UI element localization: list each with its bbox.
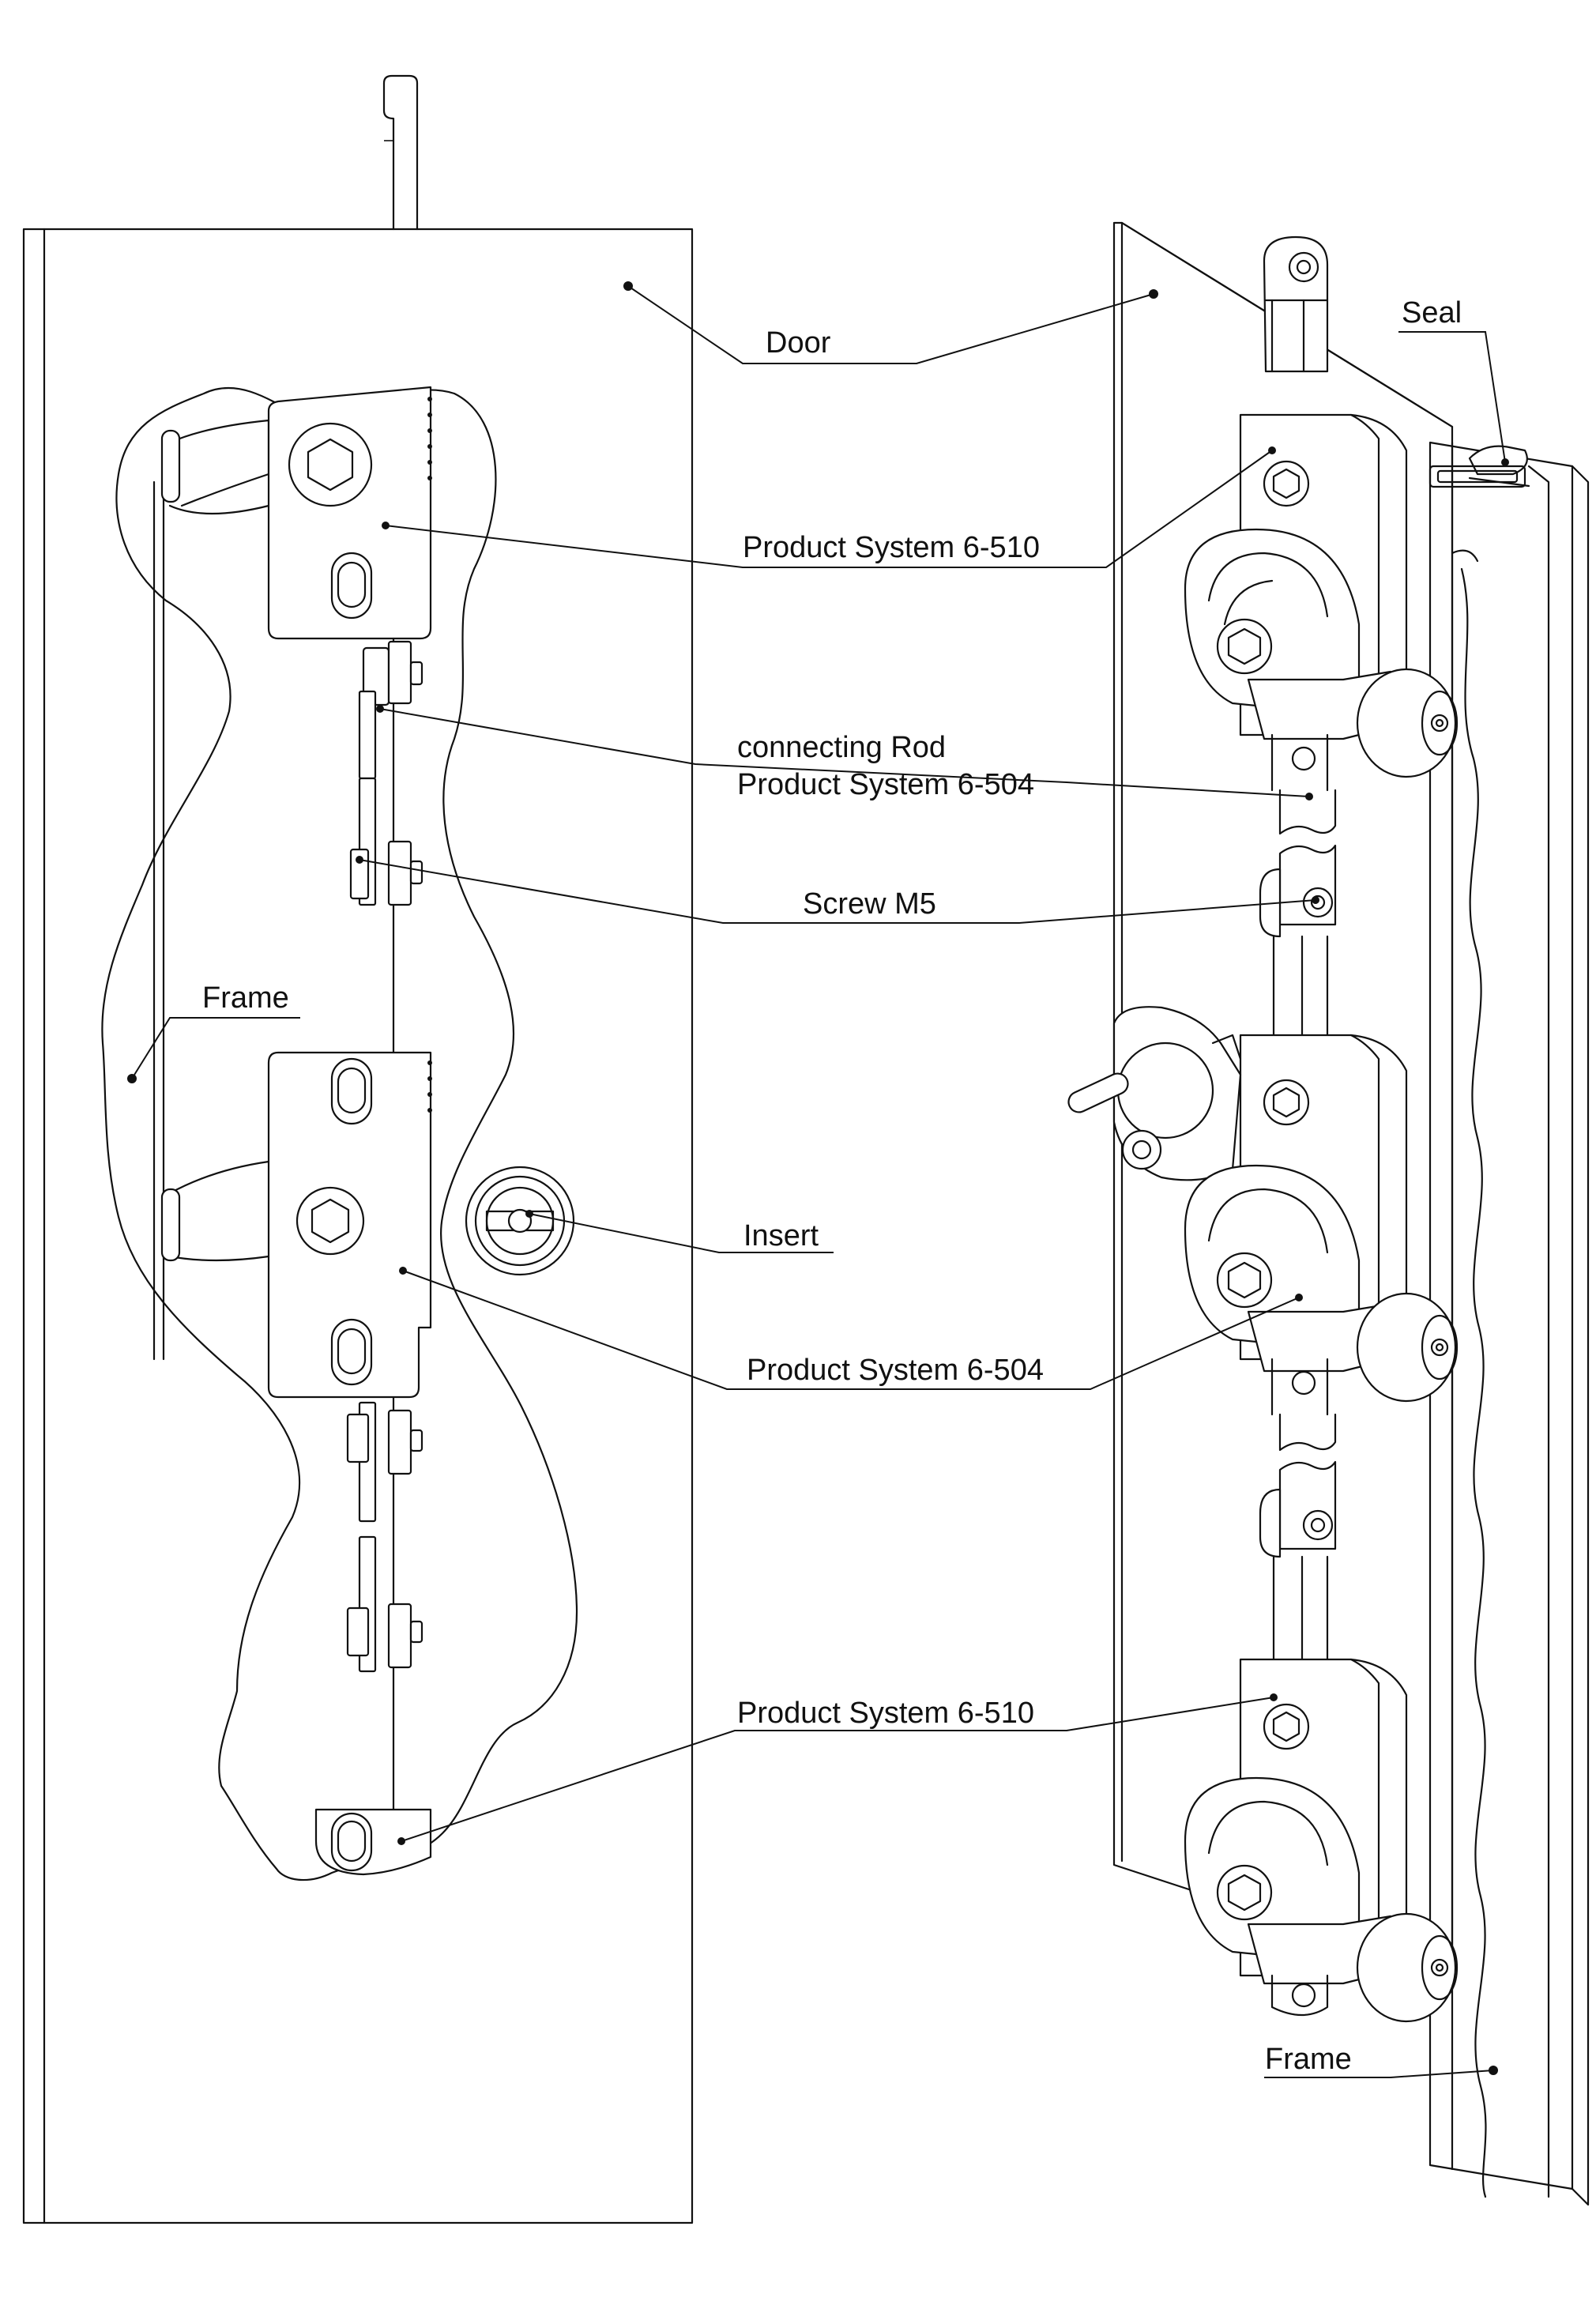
- rod-segment-2: [1259, 1413, 1337, 1661]
- label-seal: Seal: [1402, 296, 1462, 330]
- bottom-lock-piece: [314, 1808, 432, 1876]
- connecting-rod-lower: [346, 1401, 423, 1673]
- lock-unit-middle: [1067, 1006, 1459, 1416]
- insert-cylinder: [465, 1166, 575, 1276]
- label-frame-left: Frame: [202, 981, 289, 1015]
- rod-top-tip: [1263, 235, 1329, 373]
- leader-lines: [131, 285, 1506, 2078]
- door-panel-left: [22, 228, 694, 2224]
- label-connecting-rod: connecting Rod: [737, 731, 947, 764]
- label-product-system-6-510-bottom: Product System 6-510: [737, 1697, 1034, 1730]
- right-isometric-view: [1067, 221, 1590, 2206]
- middle-lock-housing: [267, 1051, 432, 1399]
- label-product-system-6-504: Product System 6-504: [747, 1354, 1044, 1387]
- label-door: Door: [766, 326, 831, 360]
- label-insert: Insert: [743, 1219, 819, 1252]
- rod-segment-1: [1259, 789, 1337, 1037]
- left-door-view: [22, 74, 694, 2224]
- label-product-system-6-510-top: Product System 6-510: [743, 531, 1040, 564]
- label-frame-right: Frame: [1265, 2043, 1352, 2076]
- lock-unit-bottom: [1184, 1658, 1459, 2023]
- label-screw-m5: Screw M5: [803, 887, 936, 921]
- lock-unit-top: [1184, 413, 1459, 792]
- label-connecting-rod-product: Product System 6-504: [737, 768, 1034, 801]
- upper-lock-housing: [267, 386, 432, 640]
